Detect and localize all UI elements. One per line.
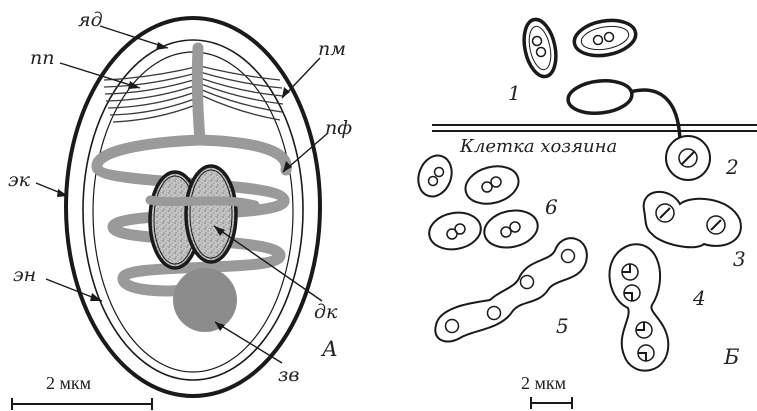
panel-b-label: Б [723, 345, 739, 369]
label-nucleus: яд [78, 9, 103, 31]
stage-label-4: 4 [692, 286, 706, 310]
label-polar-filament: пф [325, 117, 352, 139]
panel-a-label: А [320, 337, 338, 361]
label-double-nucleus: дк [314, 301, 338, 323]
scale-label-b: 2 мкм [521, 373, 566, 393]
scale-label-a: 2 мкм [46, 373, 91, 393]
nucleus-right [186, 166, 236, 262]
stage-label-2: 2 [725, 155, 739, 179]
life-cycle-panel-b: Клетка хозяина [413, 16, 757, 409]
host-cell-label: Клетка хозяина [459, 136, 617, 157]
stage-3-meronts [644, 192, 741, 247]
stage-label-3: 3 [733, 247, 746, 271]
stage-4-sporonts [609, 244, 668, 370]
stage-2-sporoplasm [666, 136, 710, 180]
scale-bar-b [531, 397, 572, 409]
stage-label-5: 5 [556, 314, 569, 338]
posterior-vacuole [173, 268, 237, 332]
stage-6-diplokaryon-cells [413, 151, 541, 253]
scale-bar-a [12, 398, 152, 410]
diplokaryon [150, 166, 236, 268]
label-exospore: эк [8, 169, 31, 191]
label-polar-plate: пп [30, 47, 54, 69]
stage-label-1: 1 [508, 81, 521, 105]
polar-filament-front [150, 200, 255, 205]
stage-label-6: 6 [545, 195, 558, 219]
spore-panel-a: яд пп пм пф эк эн дк зв А 2 мкм [8, 9, 352, 410]
label-endospore: эн [13, 264, 36, 286]
label-plasma-membrane: пм [318, 38, 346, 60]
label-posterior-vacuole: зв [278, 364, 299, 386]
